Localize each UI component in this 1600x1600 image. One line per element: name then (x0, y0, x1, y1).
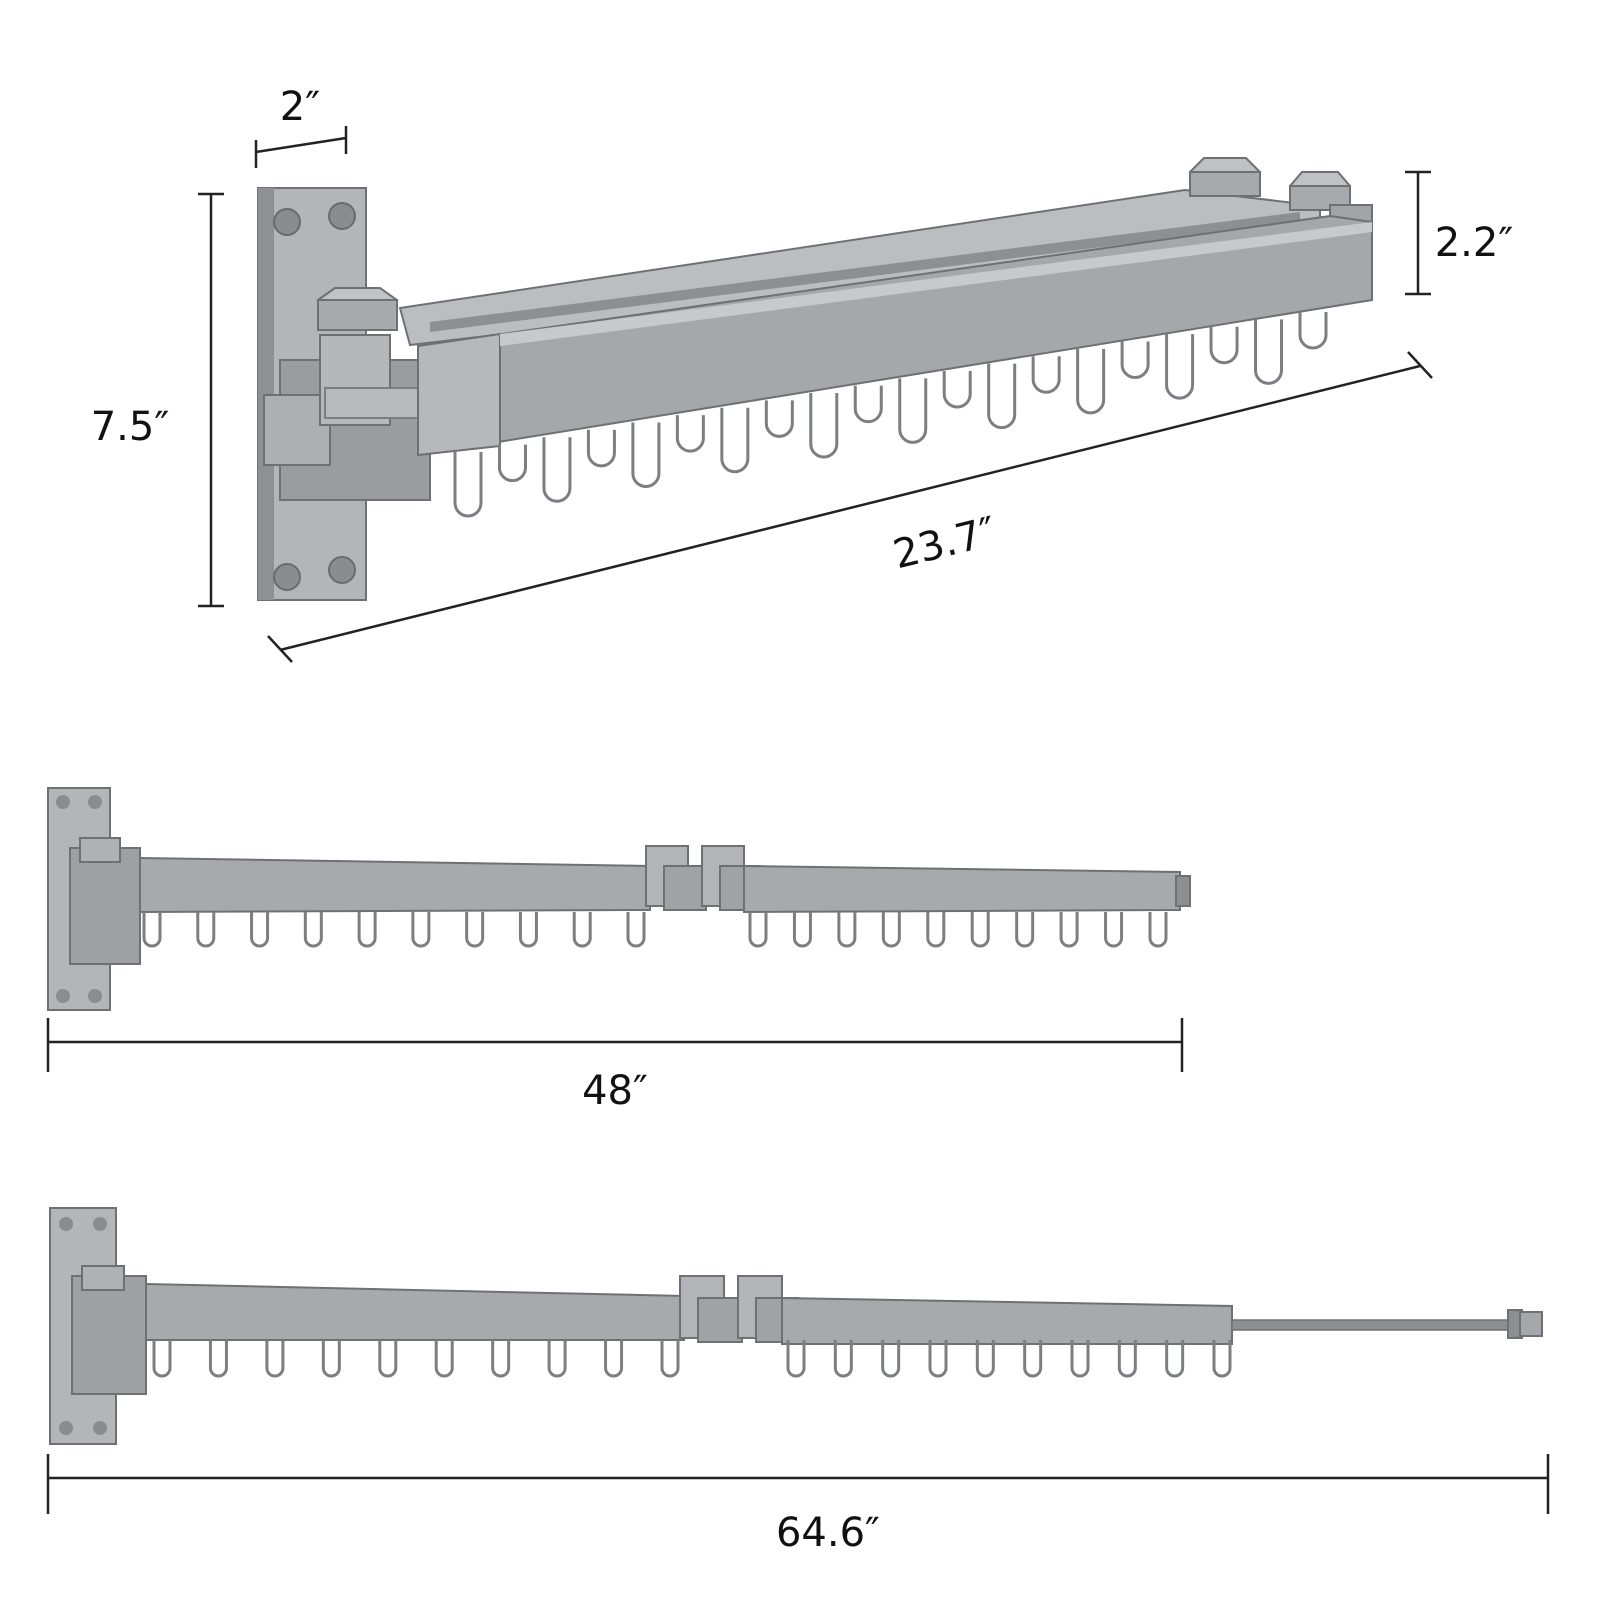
hook (518, 912, 538, 948)
folded-hook (987, 363, 1017, 429)
folded-hook (542, 437, 572, 503)
folded-hook (453, 452, 483, 518)
folded-hook (586, 429, 616, 468)
hook (975, 1340, 995, 1378)
partial-right-arm (743, 864, 1181, 914)
folded-hook (1165, 334, 1195, 400)
folded-height-label: 7.5″ (91, 404, 170, 450)
folded-hook (853, 385, 883, 424)
folded-hook (1076, 348, 1106, 415)
full-hinge (71, 1275, 147, 1395)
partial-hinge (69, 847, 141, 965)
hook (928, 1340, 948, 1378)
hook (660, 1340, 680, 1378)
hook (142, 912, 162, 948)
full-center-joint (679, 1275, 799, 1343)
partial-center-joint (645, 845, 761, 911)
full-hooks (152, 1340, 1232, 1378)
hook (833, 1340, 853, 1378)
extended-partial-view (47, 787, 1191, 1011)
hook (303, 912, 323, 948)
hook (465, 912, 485, 948)
hook (152, 1340, 172, 1378)
folded-hook (720, 407, 750, 474)
folded-hook (675, 415, 705, 453)
folded-width-label: 2″ (280, 84, 320, 130)
hook (378, 1340, 398, 1378)
hook (491, 1340, 511, 1378)
hook (208, 1340, 228, 1378)
hook (1165, 1340, 1185, 1378)
folded-hook (631, 422, 661, 489)
full-extension-rod (1231, 1319, 1509, 1331)
hook (786, 1340, 806, 1378)
folded-hook (809, 393, 839, 459)
full-right-arm (781, 1296, 1233, 1345)
hook (196, 912, 216, 948)
folded-hook (898, 378, 928, 444)
folded-hook (1209, 326, 1239, 365)
hook (1148, 912, 1168, 948)
folded-hook (497, 444, 527, 483)
partial-hooks (142, 912, 1168, 948)
folded-front-arm (417, 214, 1373, 457)
full-dimensions: 64.6″ (46, 1454, 1550, 1556)
partial-length-label: 48″ (582, 1068, 648, 1114)
folded-hook (1298, 312, 1328, 350)
hook (626, 912, 646, 948)
hook (926, 912, 946, 948)
hook (572, 912, 592, 948)
folded-length-label: 23.7″ (889, 508, 1001, 578)
hook (250, 912, 270, 948)
hook (265, 1340, 285, 1378)
full-length-label: 64.6″ (776, 1510, 880, 1556)
hook (1015, 912, 1035, 948)
hook (411, 912, 431, 948)
hook (1023, 1340, 1043, 1378)
hook (547, 1340, 567, 1378)
hook (881, 912, 901, 948)
folded-hook (1254, 319, 1284, 385)
folded-hook (1031, 356, 1061, 394)
partial-dimensions: 48″ (46, 1018, 1184, 1114)
hook (321, 1340, 341, 1378)
folded-hook (764, 400, 794, 438)
hook (434, 1340, 454, 1378)
hook (792, 912, 812, 948)
hook (1104, 912, 1124, 948)
hook (837, 912, 857, 948)
folded-hook (1120, 341, 1150, 379)
hook (357, 912, 377, 948)
hook (970, 912, 990, 948)
hook (1117, 1340, 1137, 1378)
hook (881, 1340, 901, 1378)
full-left-arm (145, 1282, 685, 1341)
hook (604, 1340, 624, 1378)
hook (748, 912, 768, 948)
extended-full-view (49, 1207, 1543, 1445)
hook (1212, 1340, 1232, 1378)
folded-rack-view (257, 157, 1373, 601)
folded-hook (942, 370, 972, 409)
folded-hooks (453, 312, 1328, 518)
hook (1070, 1340, 1090, 1378)
hook (1059, 912, 1079, 948)
folded-depth-label: 2.2″ (1435, 220, 1514, 266)
partial-left-arm (139, 856, 651, 914)
